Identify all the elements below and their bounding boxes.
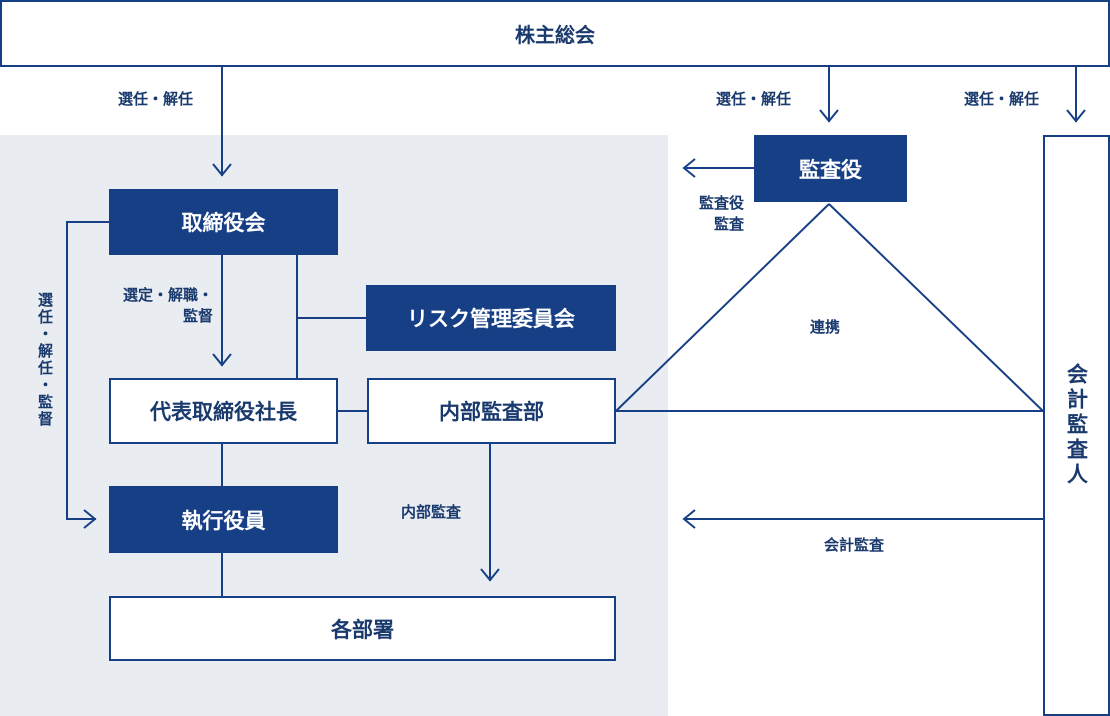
accounting-auditor-box: 会計監査人 xyxy=(1043,135,1110,716)
accounting-auditor-label: 会計監査人 xyxy=(1064,363,1089,488)
auditor-audit-line1: 監査役 xyxy=(698,194,744,212)
shareholders-meeting-label: 株主総会 xyxy=(515,23,595,47)
arrowhead-internal-audit xyxy=(480,568,500,582)
auditor-label: 監査役 xyxy=(799,157,862,182)
cooperation-triangle xyxy=(613,203,1046,412)
board-of-directors-box: 取締役会 xyxy=(109,189,338,255)
risk-committee-label: リスク管理委員会 xyxy=(407,307,575,331)
executive-officers-box: 執行役員 xyxy=(109,486,338,553)
accounting-audit-label: 会計監査 xyxy=(824,536,885,554)
departments-box: 各部署 xyxy=(109,596,616,661)
elect-dismiss-auditor-label: 選任・解任 xyxy=(716,90,792,108)
executive-officers-label: 執行役員 xyxy=(181,508,266,533)
president-label: 代表取締役社長 xyxy=(150,400,297,424)
select-dismiss-supervise-line1: 選定・解職・ xyxy=(122,286,213,304)
arrowhead-auditor xyxy=(819,109,839,123)
line-board-executive-loop xyxy=(66,221,109,520)
elect-dismiss-accounting-label: 選任・解任 xyxy=(964,90,1040,108)
risk-committee-box: リスク管理委員会 xyxy=(366,285,616,351)
select-dismiss-supervise-label: 選定・解職・ 監督 xyxy=(105,285,213,327)
elect-dismiss-board-label: 選任・解任 xyxy=(118,90,194,108)
internal-audit-dept-label: 内部監査部 xyxy=(439,400,544,424)
arrowhead-executive xyxy=(83,509,97,529)
departments-label: 各部署 xyxy=(331,617,394,642)
select-dismiss-supervise-line2: 監督 xyxy=(182,307,213,325)
president-box: 代表取締役社長 xyxy=(109,378,338,444)
auditor-box: 監査役 xyxy=(754,135,907,202)
internal-audit-dept-box: 内部監査部 xyxy=(367,378,616,444)
auditor-audit-label: 監査役 監査 xyxy=(684,193,744,235)
arrowhead-accounting xyxy=(1066,109,1086,123)
elect-dismiss-supervise-vertical-label: 選任・解任・監督 xyxy=(36,292,54,428)
internal-audit-label: 内部監査 xyxy=(401,503,462,521)
arrowhead-auditor-audit xyxy=(682,158,696,178)
cooperation-label: 連携 xyxy=(810,318,841,336)
arrowhead-board xyxy=(212,163,232,177)
arrowhead-president xyxy=(212,353,232,367)
auditor-audit-line2: 監査 xyxy=(713,215,744,233)
shareholders-meeting-box: 株主総会 xyxy=(0,0,1110,67)
arrowhead-accounting-audit xyxy=(682,509,696,529)
board-of-directors-label: 取締役会 xyxy=(181,211,266,235)
